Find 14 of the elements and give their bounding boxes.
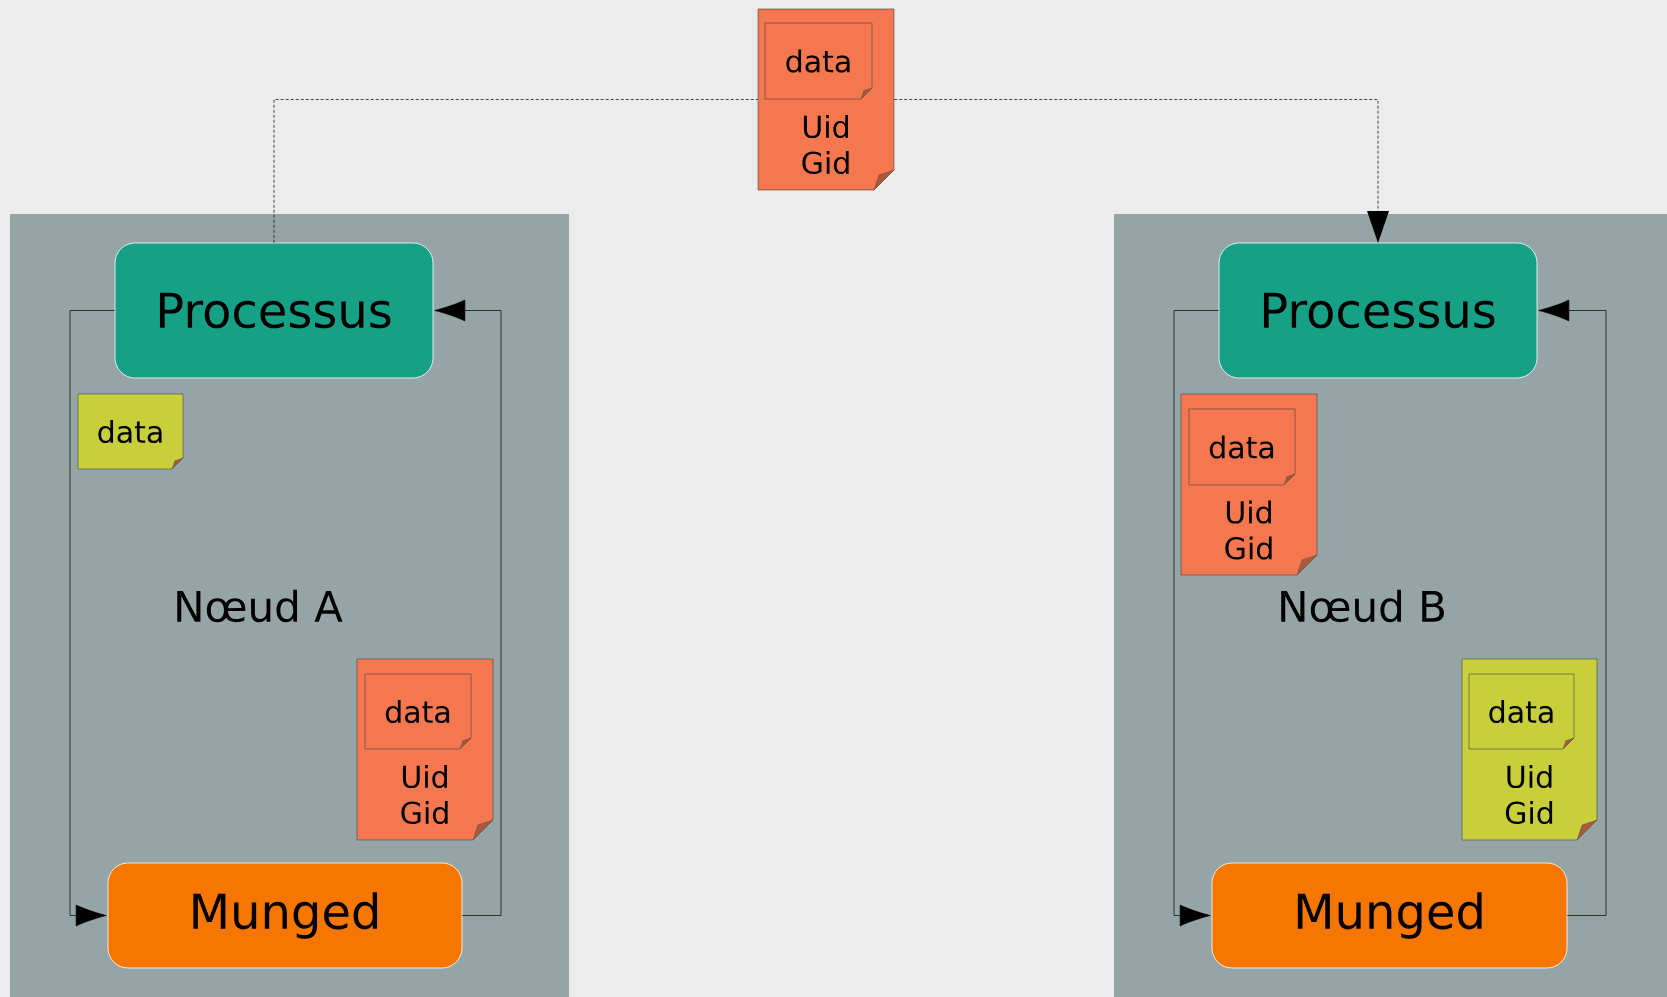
document-note: data (77, 393, 184, 470)
arrow (1538, 299, 1607, 916)
process-box: Processus (114, 242, 434, 379)
document-note: data (764, 22, 873, 100)
process-box: Munged (1211, 862, 1568, 969)
process-box: Processus (1218, 242, 1538, 379)
document-note: data (364, 673, 472, 750)
document-note: data (1468, 673, 1575, 750)
process-box: Munged (107, 862, 463, 969)
arrow (69, 310, 116, 927)
arrow (1173, 310, 1220, 927)
arrow (434, 299, 502, 916)
arrow (893, 99, 1389, 243)
document-note: data (1188, 408, 1296, 486)
